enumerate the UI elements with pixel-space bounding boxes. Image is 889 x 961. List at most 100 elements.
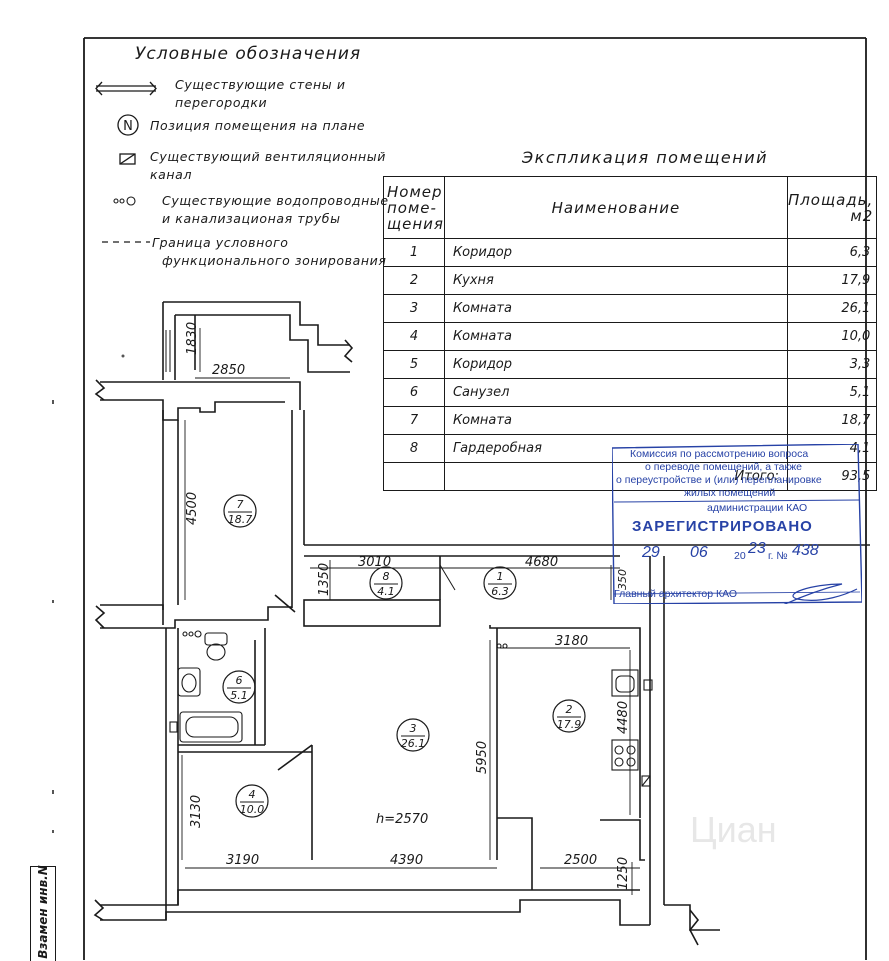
room-1-number: 1 [497, 570, 504, 583]
legend-walls-line2: перегородки [175, 95, 268, 110]
ceiling-height: h=2570 [376, 812, 428, 827]
dim-1830: 1830 [185, 322, 200, 355]
row-number: 5 [383, 350, 445, 379]
room-4-number: 4 [249, 788, 256, 801]
header-number: Номер поме- щения [383, 176, 445, 239]
room-7-area: 18.7 [228, 513, 253, 526]
row-name: Санузел [443, 378, 788, 407]
dim-1350: 1350 [317, 563, 332, 596]
row-number: 8 [383, 434, 445, 463]
explication-header-row: Номер поме- щения Наименование Площадь, … [383, 176, 878, 239]
row-name: Комната [443, 294, 788, 323]
legend-zone-line1: Граница условного [152, 235, 289, 250]
margin-marks [52, 354, 125, 833]
dim-4680: 4680 [525, 555, 558, 570]
dim-350: 350 [616, 569, 629, 590]
watermark: Циан [690, 809, 777, 850]
room-2-number: 2 [566, 703, 573, 716]
table-row: 1 Коридор 6,3 [383, 238, 878, 267]
legend-walls-text: Существующие стены и перегородки [175, 76, 346, 112]
stamp-month: 06 [690, 544, 708, 561]
header-area: Площадь, м2 [786, 176, 878, 239]
row-area: 5,1 [786, 378, 878, 407]
row-area: 10,0 [786, 322, 878, 351]
row-area: 3,3 [786, 350, 878, 379]
registration-stamp: Комиссия по рассмотрению вопроса о перев… [612, 444, 862, 604]
room-8-area: 4.1 [377, 585, 395, 598]
side-label: Взамен инв.N [36, 865, 50, 959]
window [165, 330, 171, 372]
total-empty-cell [383, 462, 445, 491]
legend-vent-line2: канал [150, 167, 193, 182]
room-4-area: 10.0 [240, 803, 265, 816]
row-number: 3 [383, 294, 445, 323]
dim-3010: 3010 [358, 555, 391, 570]
table-row: 7 Комната 18,7 [383, 406, 878, 435]
dim-1250: 1250 [616, 857, 631, 890]
stamp-line5: администрации КАО [707, 502, 808, 514]
stamp-signer: Главный архитектор КАО [614, 588, 738, 600]
kitchen-fixtures [496, 643, 653, 787]
total-label: Итого: [443, 462, 788, 491]
dim-2500: 2500 [564, 853, 597, 868]
row-number: 2 [383, 266, 445, 295]
legend-zone-text: Граница условного функционального зониро… [152, 234, 387, 270]
row-number: 6 [383, 378, 445, 407]
stamp-year: 23 [748, 540, 766, 557]
dim-4500: 4500 [185, 492, 200, 525]
stamp-number: 438 [792, 542, 819, 559]
room-marker-dividers [227, 511, 581, 803]
walls [93, 301, 870, 946]
total-value: 93,5 [786, 462, 878, 491]
dim-2850: 2850 [212, 363, 245, 378]
dim-3180: 3180 [555, 634, 588, 649]
legend-zone-line2: функционального зонирования [162, 253, 387, 268]
vent-channel-icon [119, 153, 136, 165]
row-area: 18,7 [786, 406, 878, 435]
total-row: Итого: 93,5 [383, 462, 878, 491]
table-row: 4 Комната 10,0 [383, 322, 878, 351]
door-swing [439, 564, 456, 591]
row-name: Комната [443, 322, 788, 351]
row-name: Коридор [443, 350, 788, 379]
row-number: 7 [383, 406, 445, 435]
room-3-area: 26.1 [401, 737, 426, 750]
row-area: 6,3 [786, 238, 878, 267]
legend-title: Условные обозначения [135, 44, 362, 64]
room-2-area: 17.9 [557, 718, 582, 731]
table-row: 2 Кухня 17,9 [383, 266, 878, 295]
table-row: 6 Санузел 5,1 [383, 378, 878, 407]
row-name: Комната [443, 406, 788, 435]
dim-3190: 3190 [226, 853, 259, 868]
side-label-box: Взамен инв.N [30, 865, 56, 961]
legend-pipes-text: Существующие водопроводные и канализацио… [162, 192, 389, 228]
room-number-icon: N [117, 114, 139, 136]
table-row: 5 Коридор 3,3 [383, 350, 878, 379]
row-name: Коридор [443, 238, 788, 267]
stamp-registered: ЗАРЕГИСТРИРОВАНО [632, 518, 813, 535]
pipes-icon [113, 196, 136, 206]
stamp-year-suffix: г. № [768, 550, 788, 562]
stamp-frame [612, 444, 862, 604]
stamp-line3: о переустройстве и (или) перепланировке [616, 474, 822, 486]
row-number: 1 [383, 238, 445, 267]
explication-table: Номер поме- щения Наименование Площадь, … [383, 176, 878, 491]
row-name: Кухня [443, 266, 788, 295]
legend-vent-text: Существующий вентиляционный канал [150, 148, 386, 184]
stamp-line4: жилых помещений [684, 487, 776, 499]
room-6-number: 6 [236, 674, 243, 687]
room-markers [222, 494, 586, 818]
dim-3130: 3130 [189, 795, 204, 828]
dimension-lines [181, 328, 640, 895]
room-8-number: 8 [383, 570, 390, 583]
legend-pipes-line2: и канализационая трубы [162, 211, 341, 226]
stamp-year-prefix: 20 [734, 550, 746, 562]
room-1-area: 6.3 [491, 585, 509, 598]
room-3-number: 3 [410, 722, 417, 735]
stamp-line2: о переводе помещений, а также [645, 461, 802, 473]
room-7-number: 7 [237, 498, 244, 511]
header-name: Наименование [443, 176, 788, 239]
table-row: 3 Комната 26,1 [383, 294, 878, 323]
